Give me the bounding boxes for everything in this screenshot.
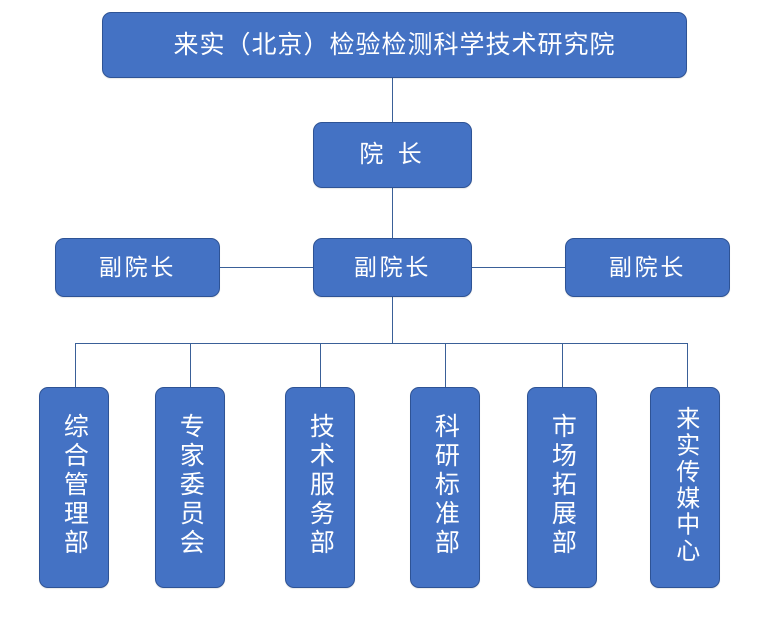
node-department-expert-committee[interactable]: 专家委员会: [155, 387, 225, 588]
node-vice-director-center[interactable]: 副院长: [313, 238, 472, 297]
connector-bus-to-dept-6: [687, 343, 688, 387]
node-department-market-development[interactable]: 市场拓展部: [527, 387, 597, 588]
connector-vice-center-to-bus: [392, 297, 393, 343]
node-department-research-standards[interactable]: 科研标准部: [410, 387, 480, 588]
connector-bus-to-dept-1: [75, 343, 76, 387]
node-department-technical-service[interactable]: 技术服务部: [285, 387, 355, 588]
node-department-general-management[interactable]: 综合管理部: [39, 387, 109, 588]
connector-bus-to-dept-3: [320, 343, 321, 387]
connector-bus-to-dept-5: [562, 343, 563, 387]
node-vice-director-right[interactable]: 副院长: [565, 238, 730, 297]
connector-bus-to-dept-4: [445, 343, 446, 387]
connector-bus-to-dept-2: [190, 343, 191, 387]
node-institute-root[interactable]: 来实（北京）检验检测科学技术研究院: [102, 12, 687, 78]
connector-root-to-director: [392, 78, 393, 122]
node-director[interactable]: 院 长: [313, 122, 472, 188]
node-department-laishi-media-center[interactable]: 来实传媒中心: [650, 387, 720, 588]
node-vice-director-left[interactable]: 副院长: [55, 238, 220, 297]
connector-vice-center-to-vice-left: [220, 267, 313, 268]
connector-director-to-vice-center: [392, 188, 393, 238]
connector-vice-center-to-vice-right: [472, 267, 565, 268]
department-bus-line: [75, 343, 688, 344]
